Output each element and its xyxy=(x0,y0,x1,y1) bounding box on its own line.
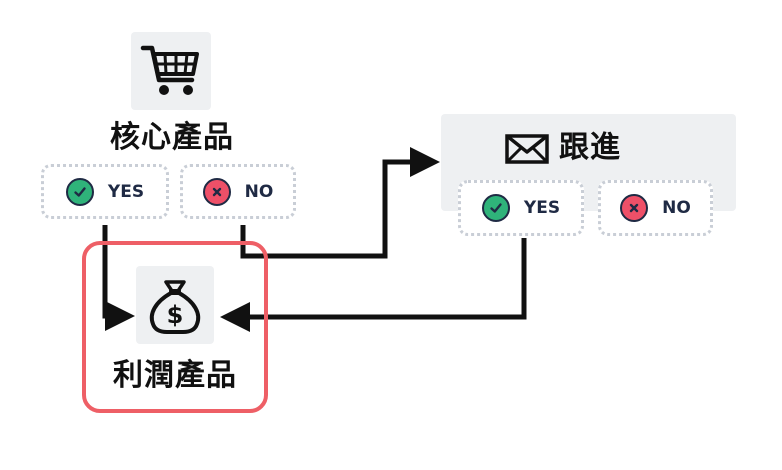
profit-product-highlight-frame xyxy=(82,241,268,413)
core-no-label: NO xyxy=(244,181,274,202)
core-yes-option[interactable]: YES xyxy=(41,164,169,219)
follow-yes-option[interactable]: YES xyxy=(458,180,584,236)
cross-icon xyxy=(620,194,649,222)
core-product-icon-box xyxy=(131,32,211,110)
arrow-follow-yes-to-profit xyxy=(220,238,527,332)
arrow-core-no-to-follow xyxy=(240,147,440,259)
shopping-cart-icon xyxy=(140,45,199,95)
profit-product-icon-box: $ xyxy=(136,266,214,344)
core-yes-label: YES xyxy=(107,181,145,202)
check-icon xyxy=(65,177,94,206)
follow-no-label: NO xyxy=(662,198,691,218)
svg-text:$: $ xyxy=(167,301,184,329)
cross-icon xyxy=(202,177,231,206)
core-no-option[interactable]: NO xyxy=(180,164,296,219)
arrow-core-yes-to-profit xyxy=(102,225,135,331)
follow-yes-label: YES xyxy=(523,198,561,218)
profit-product-title: 利潤產品 xyxy=(113,358,237,393)
envelope-icon xyxy=(505,134,549,164)
money-bag-icon: $ xyxy=(149,280,201,334)
follow-no-option[interactable]: NO xyxy=(598,180,713,236)
core-product-title: 核心產品 xyxy=(110,120,234,155)
check-icon xyxy=(481,194,510,222)
follow-up-title: 跟進 xyxy=(559,130,621,165)
